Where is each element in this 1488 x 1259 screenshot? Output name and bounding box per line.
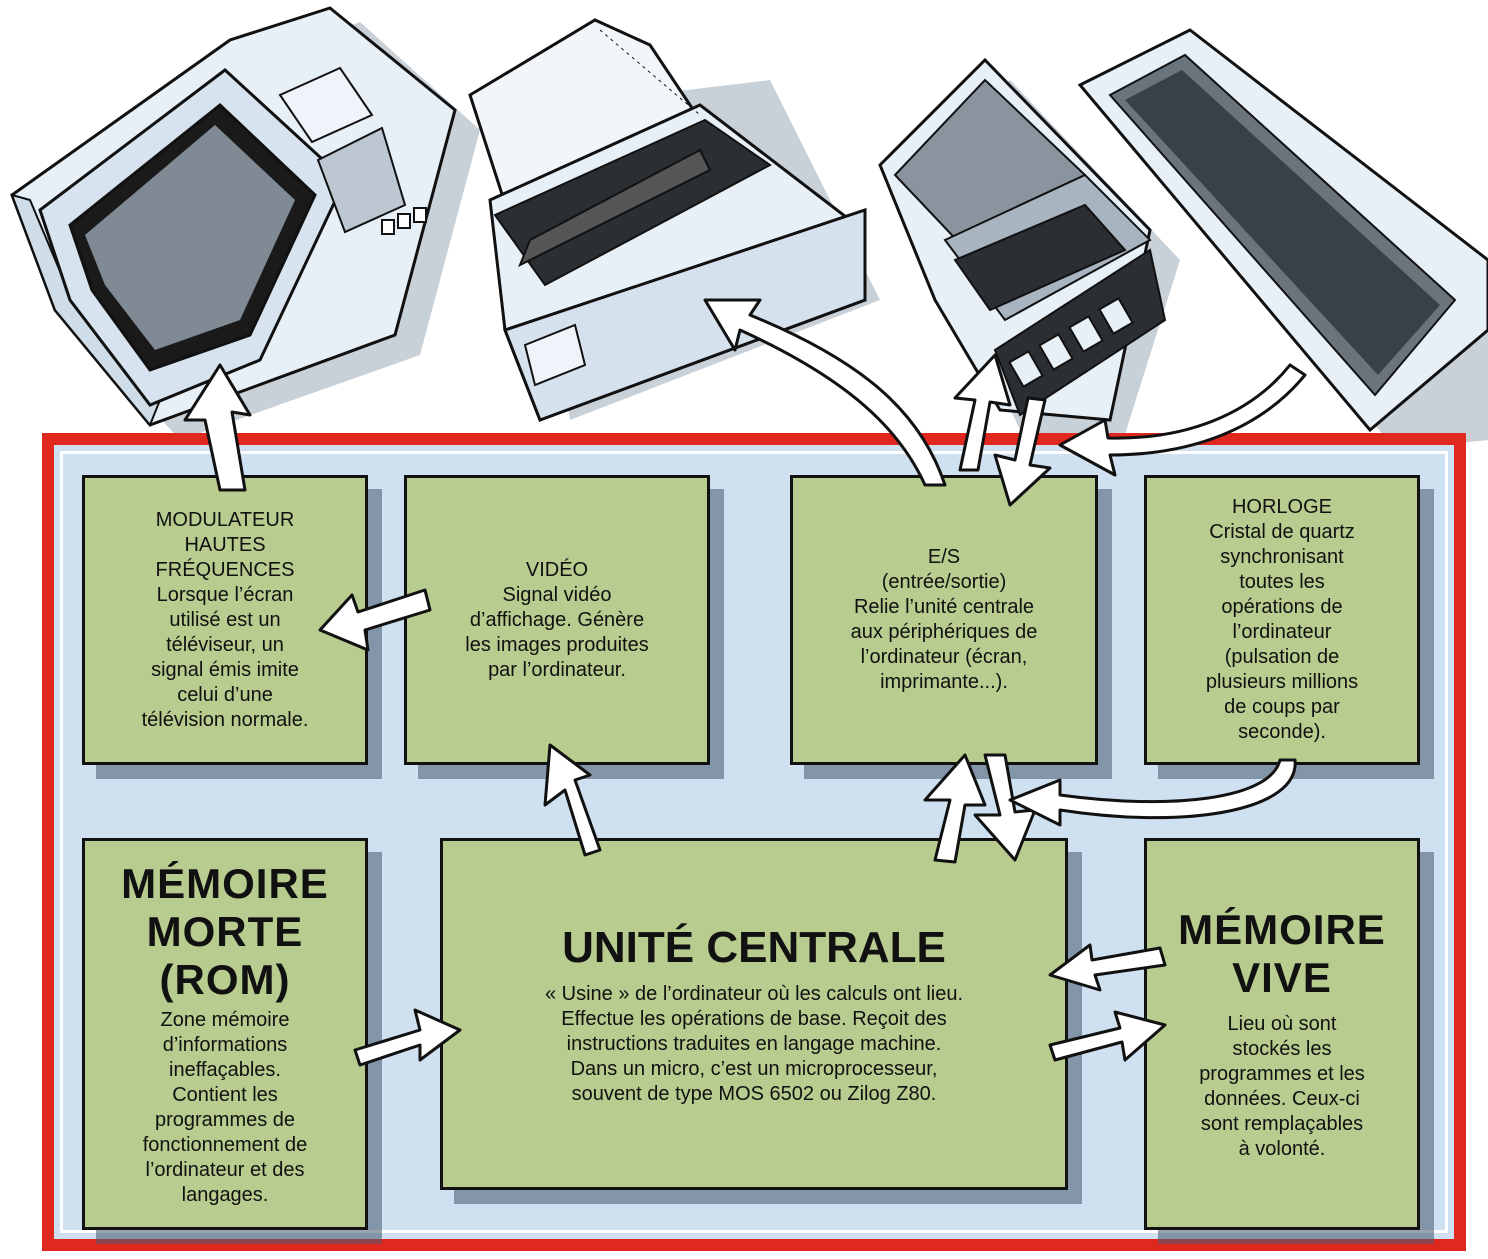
horloge-box: HORLOGE Cristal de quartz synchronisant … — [1144, 475, 1420, 765]
ram-box: MÉMOIRE VIVE Lieu où sont stockés les pr… — [1144, 838, 1420, 1230]
frame-inner-border — [60, 451, 1448, 1233]
arrow-rom-to-cpu — [353, 1008, 462, 1067]
arrow-es-to-printer — [703, 298, 947, 487]
es-box: E/S (entrée/sortie) Relie l’unité centra… — [790, 475, 1098, 765]
arrow-es-to-cassette — [953, 353, 1012, 472]
video-text: VIDÉO Signal vidéo d’affichage. Génère l… — [465, 558, 649, 681]
rom-title: MÉMOIRE MORTE (ROM) — [121, 860, 329, 1003]
arrow-modulateur-to-monitor — [183, 363, 252, 492]
arrow-cpu-to-video — [543, 743, 602, 857]
arrow-es-to-cpu — [973, 753, 1037, 862]
cassette-recorder-icon — [878, 57, 1180, 450]
arrow-video-to-modulateur — [318, 588, 432, 652]
keyboard-icon — [1077, 28, 1488, 450]
rom-text: Zone mémoire d’informations ineffaçables… — [142, 1009, 308, 1206]
cpu-title: UNITÉ CENTRALE — [562, 922, 946, 972]
ram-text: Lieu où sont stockés les programmes et l… — [1199, 1013, 1365, 1160]
arrow-ram-to-cpu — [1048, 943, 1167, 992]
ram-title: MÉMOIRE VIVE — [1178, 906, 1386, 1001]
modulateur-text: MODULATEUR HAUTES FRÉQUENCES Lorsque l’é… — [141, 508, 309, 731]
arrow-cpu-to-es — [923, 753, 987, 864]
es-text: E/S (entrée/sortie) Relie l’unité centra… — [850, 546, 1038, 693]
arrow-cassette-to-es — [993, 396, 1052, 507]
rom-box: MÉMOIRE MORTE (ROM) Zone mémoire d’infor… — [82, 838, 368, 1230]
arrow-cpu-to-ram — [1048, 1010, 1167, 1062]
monitor-icon — [10, 6, 480, 440]
modulateur-box: MODULATEUR HAUTES FRÉQUENCES Lorsque l’é… — [82, 475, 368, 765]
printer-icon — [468, 18, 880, 422]
cpu-text: « Usine » de l’ordinateur où les calculs… — [544, 982, 964, 1105]
cpu-box: UNITÉ CENTRALE « Usine » de l’ordinateur… — [440, 838, 1068, 1190]
video-box: VIDÉO Signal vidéo d’affichage. Génère l… — [404, 475, 710, 765]
horloge-text: HORLOGE Cristal de quartz synchronisant … — [1205, 496, 1359, 743]
arrow-horloge-to-cpu — [1008, 758, 1297, 827]
arrow-keyboard-to-es — [1058, 363, 1307, 477]
